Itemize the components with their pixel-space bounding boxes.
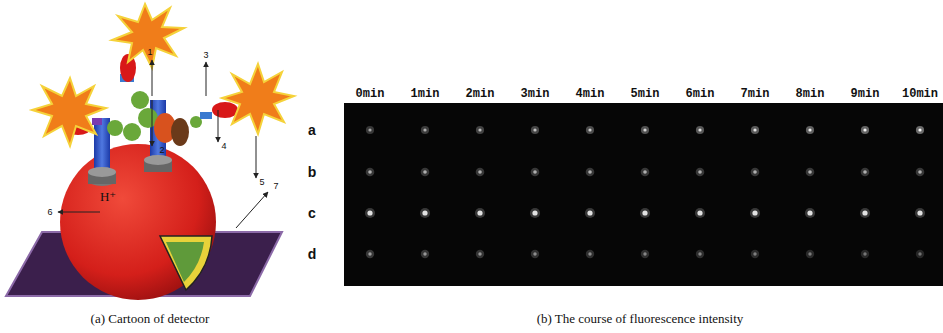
callout-number: 2 [159, 146, 164, 155]
time-header: 4min [576, 88, 605, 100]
ion-label: H⁺ [100, 190, 116, 203]
time-header: 5min [631, 88, 660, 100]
time-header: 7min [741, 88, 770, 100]
row-label: b [308, 165, 317, 179]
time-header: 0min [356, 88, 385, 100]
time-header: 1min [411, 88, 440, 100]
callout-number: 3 [203, 51, 208, 60]
time-header: 9min [851, 88, 880, 100]
row-label: c [308, 206, 316, 220]
callout-number: 4 [221, 142, 226, 151]
callout-number: 7 [273, 182, 278, 191]
callout-number: 1 [147, 48, 152, 57]
time-header: 2min [466, 88, 495, 100]
time-header: 3min [521, 88, 550, 100]
subfigure-caption: (a) Cartoon of detector [91, 312, 210, 325]
time-header: 10min [902, 88, 938, 100]
row-label: a [308, 123, 316, 137]
callout-number: 5 [259, 178, 264, 187]
row-label: d [308, 247, 317, 261]
time-header: 8min [796, 88, 825, 100]
subfigure-caption: (b) The course of fluorescence intensity [537, 312, 744, 325]
callout-number: 6 [47, 208, 52, 217]
time-header: 6min [686, 88, 715, 100]
